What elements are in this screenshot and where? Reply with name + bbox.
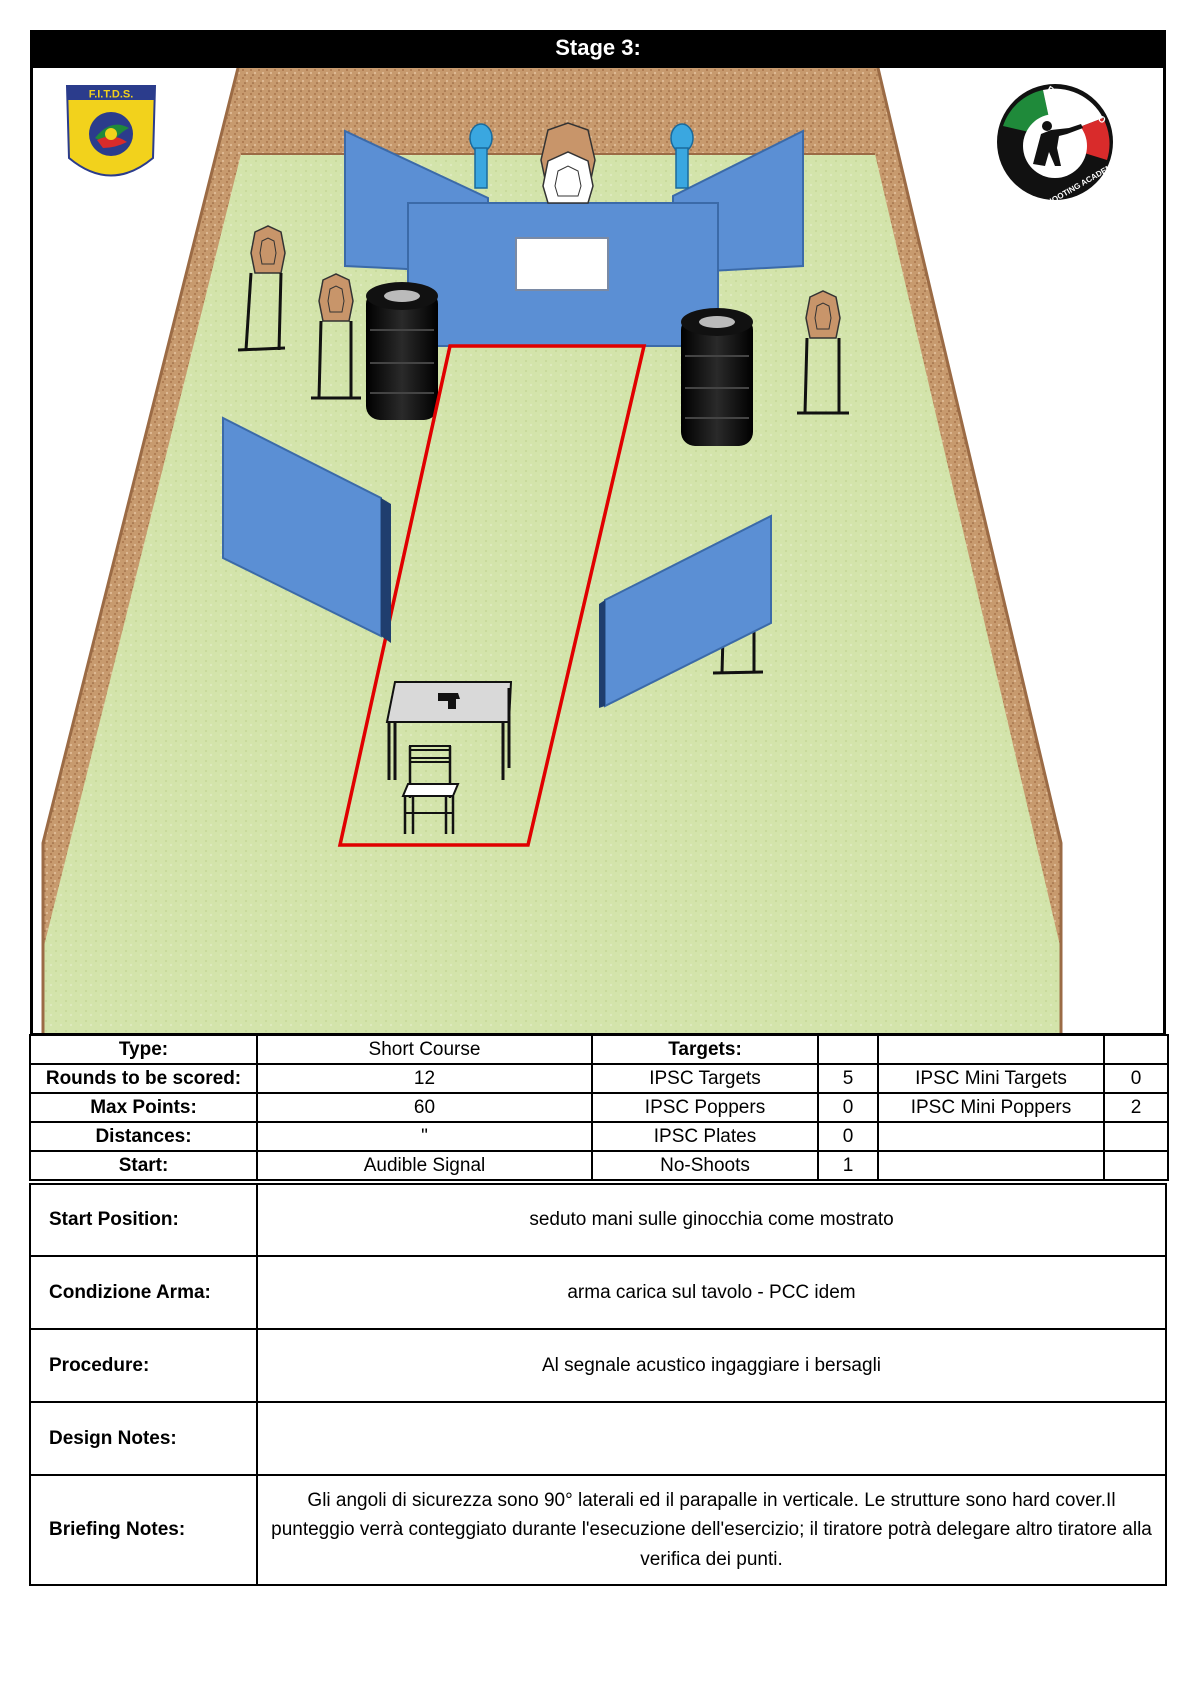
stage-title: Stage 3: bbox=[30, 30, 1166, 65]
briefing-label: Briefing Notes: bbox=[29, 1474, 258, 1586]
mini-popper-left bbox=[469, 123, 493, 189]
info-row-type: Type: Short Course Targets: bbox=[29, 1034, 1169, 1065]
stage-layout-svg: F.I.T.D.S. PIANCARDATO SHOOTING ACADEMY bbox=[41, 68, 1119, 1033]
procedure-label: Procedure: bbox=[29, 1328, 258, 1403]
notes-row-design: Design Notes: bbox=[29, 1401, 1167, 1476]
start-position-value: seduto mani sulle ginocchia come mostrat… bbox=[256, 1183, 1167, 1257]
ipsc-targets-value: 5 bbox=[817, 1063, 879, 1094]
tire-stack-left bbox=[366, 282, 438, 420]
info-row-maxpoints: Max Points: 60 IPSC Poppers 0 IPSC Mini … bbox=[29, 1092, 1169, 1123]
mini-targets-label: IPSC Mini Targets bbox=[877, 1063, 1105, 1094]
side-wall-left bbox=[222, 416, 391, 643]
type-label: Type: bbox=[29, 1034, 258, 1065]
rounds-label: Rounds to be scored: bbox=[29, 1063, 258, 1094]
stage-notes-table: Start Position: seduto mani sulle ginocc… bbox=[29, 1183, 1167, 1586]
start-table bbox=[385, 681, 513, 780]
svg-text:F.I.T.D.S.: F.I.T.D.S. bbox=[89, 89, 134, 101]
back-wall-structure bbox=[344, 129, 804, 347]
pistol-icon bbox=[438, 693, 460, 709]
briefing-value: Gli angoli di sicurezza sono 90° lateral… bbox=[256, 1474, 1167, 1586]
target-stand-1 bbox=[237, 225, 286, 352]
start-value: Audible Signal bbox=[256, 1150, 593, 1181]
ipsc-poppers-value: 0 bbox=[817, 1092, 879, 1123]
start-chair bbox=[401, 745, 460, 834]
distances-label: Distances: bbox=[29, 1121, 258, 1152]
design-label: Design Notes: bbox=[29, 1401, 258, 1476]
info-row-distances: Distances: " IPSC Plates 0 bbox=[29, 1121, 1169, 1152]
notes-row-start-position: Start Position: seduto mani sulle ginocc… bbox=[29, 1183, 1167, 1257]
no-shoot-target bbox=[540, 122, 596, 204]
distances-value: " bbox=[256, 1121, 593, 1152]
window-opening bbox=[515, 237, 609, 291]
targets-label: Targets: bbox=[591, 1034, 819, 1065]
maxpoints-label: Max Points: bbox=[29, 1092, 258, 1123]
target-stand-2 bbox=[311, 273, 361, 400]
side-wall-right bbox=[599, 514, 772, 708]
mini-targets-value: 0 bbox=[1103, 1063, 1169, 1094]
rounds-value: 12 bbox=[256, 1063, 593, 1094]
condizione-label: Condizione Arma: bbox=[29, 1255, 258, 1330]
start-position-label: Start Position: bbox=[29, 1183, 258, 1257]
mini-poppers-label: IPSC Mini Poppers bbox=[877, 1092, 1105, 1123]
target-stand-3 bbox=[797, 290, 849, 415]
info-row-rounds: Rounds to be scored: 12 IPSC Targets 5 I… bbox=[29, 1063, 1169, 1094]
ipsc-plates-value: 0 bbox=[817, 1121, 879, 1152]
mini-poppers-value: 2 bbox=[1103, 1092, 1169, 1123]
ipsc-targets-label: IPSC Targets bbox=[591, 1063, 819, 1094]
stage-diagram: F.I.T.D.S. PIANCARDATO SHOOTING ACADEMY bbox=[30, 65, 1166, 1035]
stage-info-table: Type: Short Course Targets: Rounds to be… bbox=[29, 1034, 1169, 1181]
mini-popper-right bbox=[670, 123, 694, 189]
fitds-logo: F.I.T.D.S. bbox=[65, 85, 157, 177]
maxpoints-value: 60 bbox=[256, 1092, 593, 1123]
design-value bbox=[256, 1401, 1167, 1476]
type-value: Short Course bbox=[256, 1034, 593, 1065]
piancardato-logo: PIANCARDATO SHOOTING ACADEMY bbox=[991, 82, 1119, 210]
procedure-value: Al segnale acustico ingaggiare i bersagl… bbox=[256, 1328, 1167, 1403]
ipsc-plates-label: IPSC Plates bbox=[591, 1121, 819, 1152]
notes-row-condizione: Condizione Arma: arma carica sul tavolo … bbox=[29, 1255, 1167, 1330]
condizione-value: arma carica sul tavolo - PCC idem bbox=[256, 1255, 1167, 1330]
notes-row-briefing: Briefing Notes: Gli angoli di sicurezza … bbox=[29, 1474, 1167, 1586]
noshoots-value: 1 bbox=[817, 1150, 879, 1181]
start-label: Start: bbox=[29, 1150, 258, 1181]
notes-row-procedure: Procedure: Al segnale acustico ingaggiar… bbox=[29, 1328, 1167, 1403]
tire-stack-right bbox=[681, 308, 753, 446]
noshoots-label: No-Shoots bbox=[591, 1150, 819, 1181]
info-row-start: Start: Audible Signal No-Shoots 1 bbox=[29, 1150, 1169, 1181]
shooting-area bbox=[337, 344, 647, 847]
ipsc-poppers-label: IPSC Poppers bbox=[591, 1092, 819, 1123]
